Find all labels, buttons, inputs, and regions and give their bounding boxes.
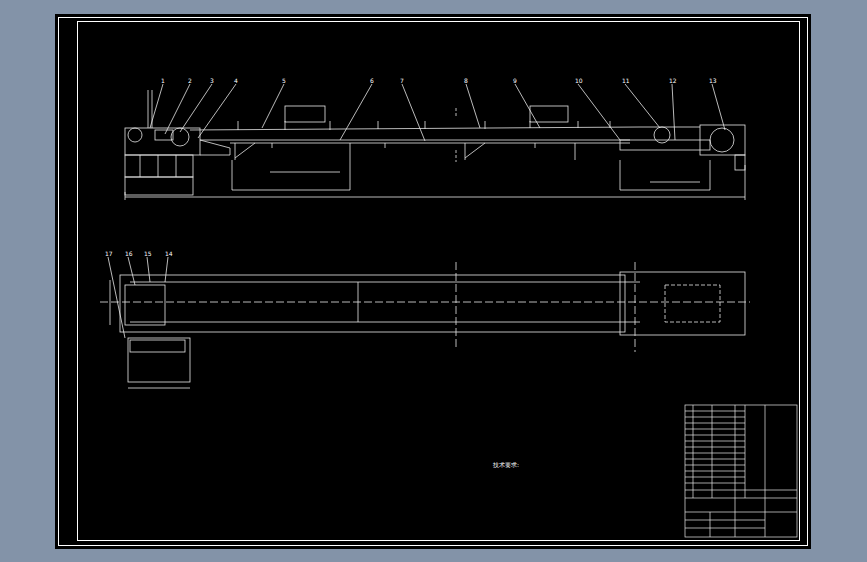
- callout-number: 6: [369, 77, 375, 84]
- callout-number: 16: [124, 250, 134, 257]
- callout-leaders: [108, 84, 725, 338]
- note-heading: 技术要求:: [492, 461, 520, 468]
- callout-number: 10: [574, 77, 584, 84]
- callout-number: 7: [399, 77, 405, 84]
- callout-number: 13: [708, 77, 718, 84]
- callout-number: 14: [164, 250, 174, 257]
- callout-number: 17: [104, 250, 114, 257]
- callout-number: 9: [512, 77, 518, 84]
- callout-number: 4: [233, 77, 239, 84]
- callout-number: 12: [668, 77, 678, 84]
- side-view: [125, 90, 745, 200]
- callout-number: 5: [281, 77, 287, 84]
- callout-number: 1: [160, 77, 166, 84]
- frames: [59, 18, 808, 546]
- callout-number: 15: [143, 250, 153, 257]
- callout-number: 2: [187, 77, 193, 84]
- plan-view: [100, 262, 750, 388]
- callout-number: 3: [209, 77, 215, 84]
- callout-number: 11: [621, 77, 631, 84]
- sheet: [55, 14, 811, 549]
- title-block: [685, 405, 797, 537]
- callout-number: 8: [463, 77, 469, 84]
